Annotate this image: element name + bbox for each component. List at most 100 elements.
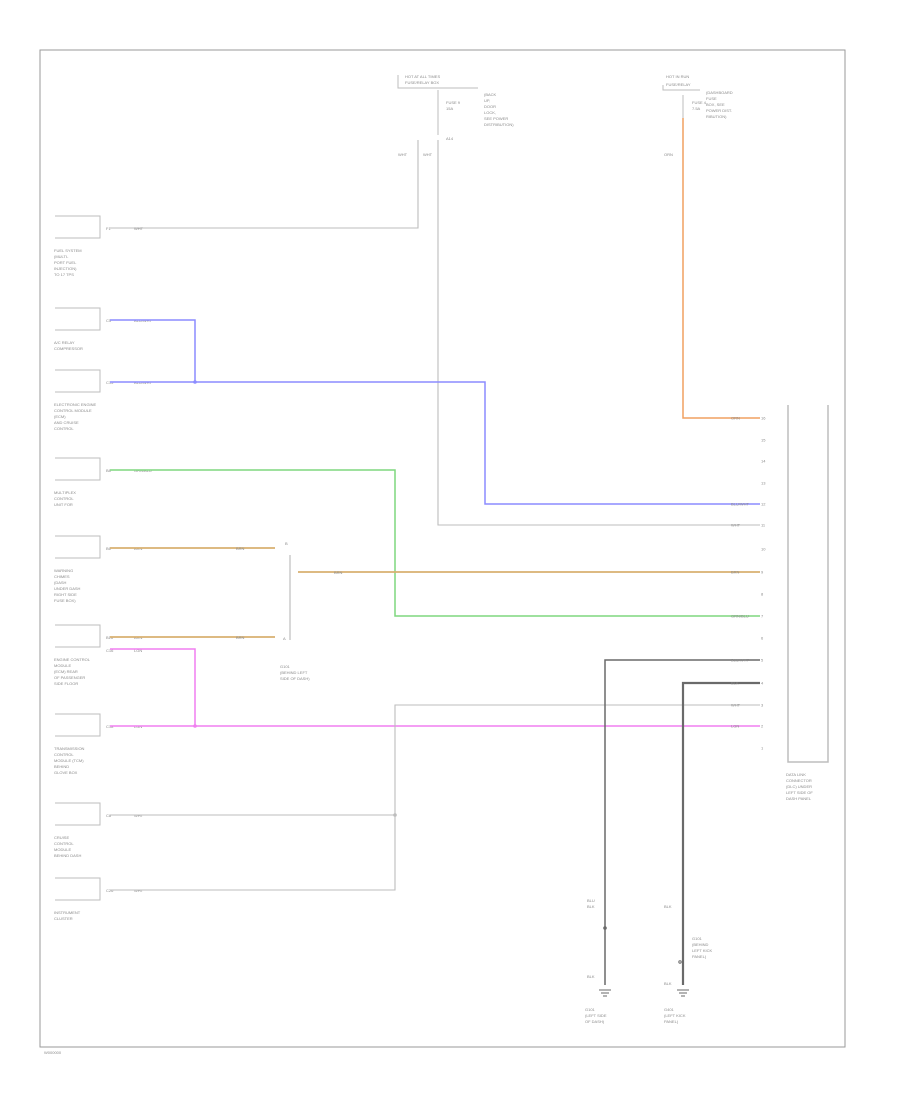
wire-brn-label-3: BRN — [236, 635, 245, 640]
ground2-wire-top: BLK — [664, 904, 672, 909]
fuse-right-note: BOX, SEE — [706, 102, 725, 107]
dlc-pin: 8 — [761, 592, 764, 597]
fuse-right-name: FUSE 4 — [692, 100, 707, 105]
fuse-center-amps: 15A — [446, 106, 453, 111]
ground2-note: (BEHIND — [692, 942, 709, 947]
fuse-center-note: LOCK, — [484, 110, 496, 115]
fuse-center-subtitle: FUSE/RELAY BOX — [405, 80, 439, 85]
ground1-splice — [603, 926, 607, 930]
wire-cluster-to-dlc-3 — [110, 704, 760, 891]
dlc-wire: BLU/WHT — [731, 502, 750, 507]
ground1-icon — [599, 989, 611, 997]
component-wire-3: LGN — [134, 648, 142, 653]
component-pin-2: C16 — [106, 648, 114, 653]
component-label: FUEL SYSTEM — [54, 248, 82, 253]
dlc-label: (DLC) UNDER — [786, 784, 812, 789]
fuse-box-outline — [397, 75, 478, 89]
component-box-4 — [55, 535, 101, 559]
component-label: CONTROL — [54, 426, 74, 431]
fuse-right-note: POWER DIST. — [706, 108, 732, 113]
wire-blue-to-dlc-12 — [110, 381, 760, 505]
fuse-right-subtitle: FUSE/RELAY — [666, 82, 691, 87]
component-pin: C5 — [106, 318, 112, 323]
component-label: CONTROL — [54, 841, 74, 846]
component-label: ELECTRONIC ENGINE — [54, 402, 97, 407]
dlc-wire: LGN — [731, 724, 739, 729]
junction-label: SIDE OF DASH) — [280, 676, 310, 681]
component-box-3 — [55, 457, 101, 481]
dlc-wire: BLK — [731, 681, 739, 686]
dlc-pin: 2 — [761, 724, 764, 729]
fuse-right-note: (DASHBOARD — [706, 90, 733, 95]
ground1-label: (LEFT SIDE — [585, 1013, 607, 1018]
ground1-wire-mid: BLK — [587, 904, 595, 909]
wire-magenta-ecm — [110, 648, 196, 726]
dlc-label: DASH PANEL — [786, 796, 812, 801]
component-box-1 — [55, 307, 101, 331]
dlc-pin: 7 — [761, 614, 764, 619]
fuse-right-title: HOT IN RUN — [666, 74, 689, 79]
component-pin: F1 — [106, 226, 111, 231]
fuse-right-amps: 7.5A — [692, 106, 701, 111]
dlc-pin: 13 — [761, 481, 766, 486]
ground2-note: LEFT KICK — [692, 948, 712, 953]
ground1-label: OF DASH) — [585, 1019, 605, 1024]
dlc-wire: BLU/WHT — [731, 658, 750, 663]
component-label: MODULE — [54, 663, 71, 668]
dlc-pin: 3 — [761, 703, 764, 708]
dlc-label: LEFT SIDE OF — [786, 790, 813, 795]
component-label: FUSE BOX) — [54, 598, 76, 603]
component-label: CLUSTER — [54, 916, 73, 921]
dlc-pin: 15 — [761, 438, 766, 443]
ground2-connector — [678, 960, 682, 964]
splice-magenta — [193, 724, 197, 728]
component-label: (DASH — [54, 580, 67, 585]
dlc-label: CONNECTOR — [786, 778, 812, 783]
dlc-wire: GRN/BLU — [731, 614, 749, 619]
component-label: (MULTI- — [54, 254, 69, 259]
dlc-pin: 5 — [761, 658, 764, 663]
fuse-center-note: DISTRIBUTION) — [484, 122, 514, 127]
dlc-pin: 16 — [761, 416, 766, 421]
component-pin: C8 — [106, 813, 112, 818]
component-label: BEHIND DASH — [54, 853, 81, 858]
junction-label: (BEHIND LEFT — [280, 670, 308, 675]
component-label: INJECTION) — [54, 266, 77, 271]
fuse-right-note: FUSE — [706, 96, 717, 101]
dlc-pin: 14 — [761, 459, 766, 464]
component-box-5 — [55, 624, 101, 648]
component-pin: B16 — [106, 635, 114, 640]
ground2-wire-bottom: BLK — [664, 981, 672, 986]
component-label: BEHIND — [54, 764, 69, 769]
ground2-note: G101 — [692, 936, 703, 941]
fuse-center-note: SEE POWER — [484, 116, 508, 121]
component-label: ENGINE CONTROL — [54, 657, 91, 662]
component-label: (ECM) — [54, 414, 66, 419]
fuse-center-title: HOT AT ALL TIMES — [405, 74, 440, 79]
dlc-pin: 6 — [761, 636, 764, 641]
junction-wire: BRN — [334, 570, 343, 575]
component-label: AND CRUISE — [54, 420, 79, 425]
component-label: CHIMES — [54, 574, 70, 579]
dlc-body — [787, 405, 829, 763]
fuse-right-box — [662, 85, 700, 91]
junction-pin-top: B — [285, 541, 288, 546]
wire-ground-2-to-dlc-4 — [681, 681, 760, 985]
dlc-wire: ORN — [731, 416, 740, 421]
component-label: COMPRESSOR — [54, 346, 83, 351]
fuse-right-note: RIBUTION) — [706, 114, 727, 119]
splice-blue — [193, 380, 197, 384]
footer-code: W000000 — [44, 1050, 62, 1055]
ground2-label: (LEFT KICK — [664, 1013, 686, 1018]
wire-green-to-dlc-7 — [110, 469, 760, 617]
fuse-right-wire: ORN — [664, 152, 673, 157]
dlc-pin: 12 — [761, 502, 766, 507]
wire-ground-1-to-dlc-5 — [604, 659, 760, 985]
component-box-0 — [55, 215, 101, 239]
component-label: MULTIPLEX — [54, 490, 76, 495]
component-box-2 — [55, 369, 101, 393]
component-box-8 — [55, 877, 101, 901]
junction-label: G101 — [280, 664, 291, 669]
component-pin: B6 — [106, 546, 112, 551]
